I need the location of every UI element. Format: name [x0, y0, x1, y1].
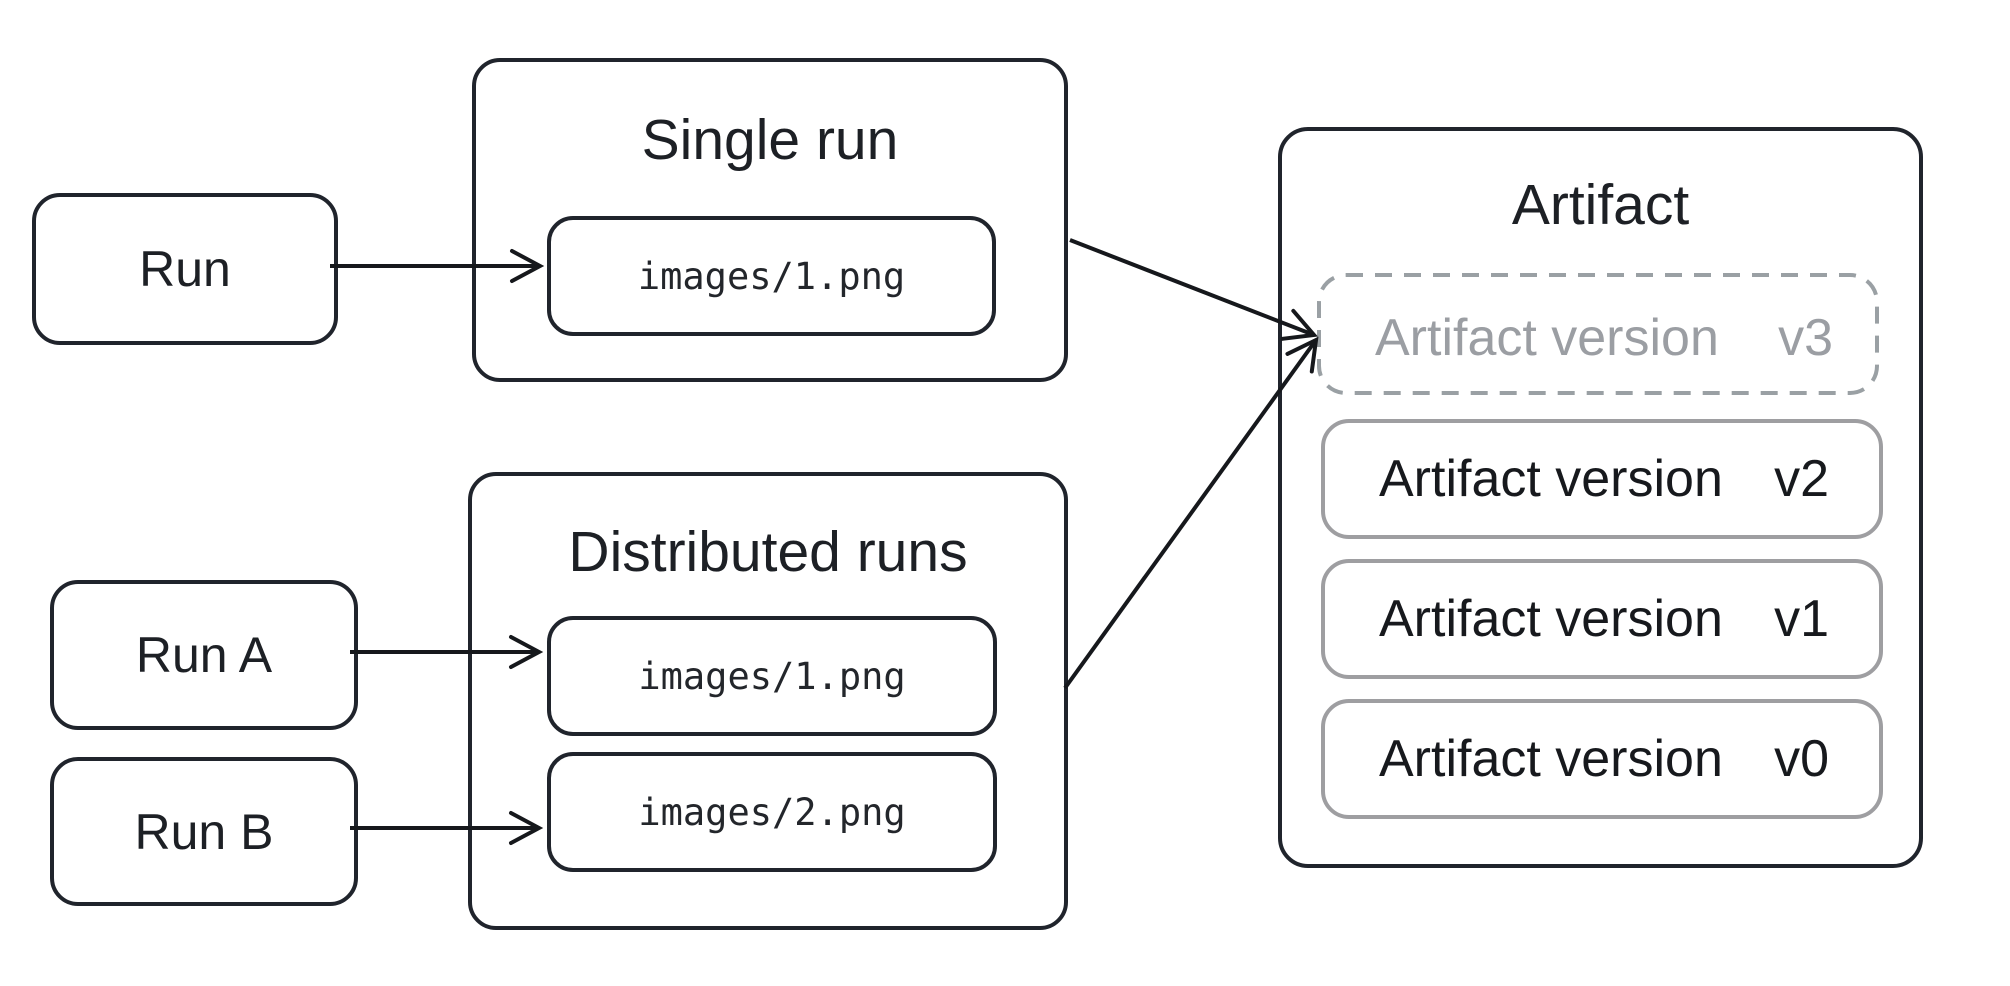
panel-artifact-title: Artifact	[1511, 173, 1690, 237]
artifact-version-v1-tag: v1	[1774, 590, 1829, 648]
file-box-single-images-1-label: images/1.png	[637, 254, 906, 298]
node-run: Run	[32, 193, 338, 345]
group-single-run-title: Single run	[641, 108, 899, 172]
artifact-version-row-v0: Artifact version v0	[1321, 699, 1883, 819]
artifact-version-row-v1: Artifact version v1	[1321, 559, 1883, 679]
node-run-b: Run B	[50, 757, 358, 906]
file-box-distributed-images-2-label: images/2.png	[638, 790, 906, 834]
artifact-version-v3-label: Artifact version	[1375, 309, 1719, 367]
artifact-version-v3-tag: v3	[1778, 309, 1833, 367]
file-box-distributed-images-1: images/1.png	[547, 616, 997, 736]
artifact-version-v0-label: Artifact version	[1379, 730, 1723, 788]
group-distributed-runs-title: Distributed runs	[568, 520, 968, 584]
file-box-single-images-1: images/1.png	[547, 216, 996, 336]
node-run-a: Run A	[50, 580, 358, 730]
artifact-version-v0-tag: v0	[1774, 730, 1829, 788]
artifact-version-v2-tag: v2	[1774, 450, 1829, 508]
artifact-version-row-v3-pending: Artifact version v3	[1321, 277, 1883, 399]
artifact-version-v1-label: Artifact version	[1379, 590, 1723, 648]
artifact-version-row-v2: Artifact version v2	[1321, 419, 1883, 539]
group-distributed-runs: Distributed runs images/1.png images/2.p…	[468, 472, 1068, 930]
node-run-label: Run	[139, 241, 231, 297]
panel-artifact: Artifact Artifact version v3 Artifact ve…	[1278, 127, 1923, 868]
node-run-a-label: Run A	[135, 627, 273, 683]
file-box-distributed-images-1-label: images/1.png	[638, 654, 906, 698]
artifact-version-v2-label: Artifact version	[1379, 450, 1723, 508]
node-run-b-label: Run B	[134, 803, 274, 860]
group-single-run: Single run images/1.png	[472, 58, 1068, 382]
file-box-distributed-images-2: images/2.png	[547, 752, 997, 872]
